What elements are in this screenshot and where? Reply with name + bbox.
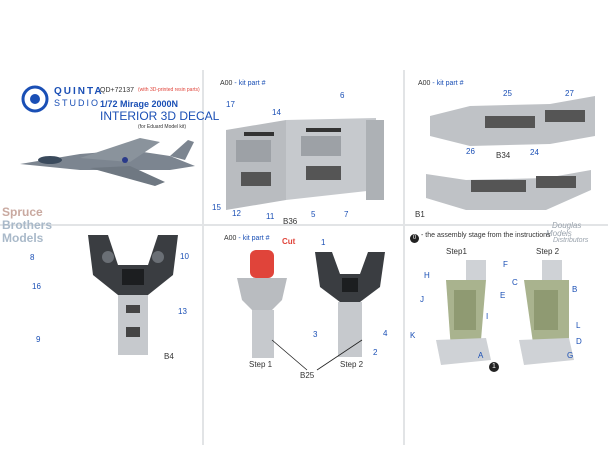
assembly-note: - the assembly stage from the instructio… [421,232,551,239]
callout-5: 5 [311,210,316,219]
kit-part-suffix: - kit part # [432,80,464,87]
part-b4: B4 [164,352,174,361]
panel-part-b1 [426,170,591,210]
callout-2: 2 [373,348,378,357]
product-note: (with 3D-printed resin parts) [138,87,200,93]
callout-10: 10 [180,252,189,261]
product-model: 1/72 Mirage 2000N [100,99,179,109]
callout-12: 12 [232,209,241,218]
kit-part-suffix: - kit part # [238,235,270,242]
step2-part [315,252,385,357]
badge-0-icon: 0 [410,234,419,243]
watermark-left-3: Models [2,231,44,245]
brand-name: QUINTA [54,86,104,97]
callout-a: A [478,351,484,360]
callout-16: 16 [32,282,41,291]
kit-part-suffix: - kit part # [234,80,266,87]
callout-e: E [500,291,506,300]
assembly-badge-1: 1 [489,361,499,372]
callout-f: F [503,260,508,269]
kit-part-code: A00 [220,80,233,87]
callout-27: 27 [565,89,574,98]
callout-24: 24 [530,148,539,157]
callout-j: J [420,295,424,304]
badge-1-icon: 1 [489,362,499,372]
brand-logo [20,84,60,114]
callout-11: 11 [266,212,275,221]
watermark-right-1: Douglas [552,221,582,230]
callout-l: L [576,321,581,330]
callout-15: 15 [212,203,221,212]
callout-k: K [410,331,416,340]
seat-step1 [436,260,491,365]
callout-25: 25 [503,89,512,98]
brand-sub: STUDIO [54,98,101,108]
seat-step1-label: Step1 [446,247,467,256]
kit-part-code: A00 [224,235,237,242]
step1-part [237,250,287,358]
callout-c: C [512,278,518,287]
divider-v2 [403,70,405,445]
watermark-left-1: Spruce [2,205,43,219]
logo-icon [21,85,49,113]
console-part-b36 [226,118,384,210]
part-b34: B34 [496,151,511,160]
seat-step2-label: Step 2 [536,247,560,256]
instrument-panel [88,235,178,355]
watermark-left-2: Brothers [2,218,53,232]
callout-4: 4 [383,329,388,338]
product-kit: (for Eduard Model kit) [138,124,187,130]
assembly-badge-0: 0 [410,232,419,243]
divider-h [0,224,608,226]
kit-part-label-2: A00 - kit part # [220,80,266,87]
callout-7: 7 [344,210,349,219]
part-b1: B1 [415,210,425,219]
callout-h: H [424,271,430,280]
callout-13: 13 [178,307,187,316]
callout-3: 3 [313,330,318,339]
callout-9: 9 [36,335,41,344]
callout-g: G [567,351,574,360]
product-code: QD+72137 [100,87,135,94]
divider-v1 [202,70,204,445]
step1-label: Step 1 [249,360,273,369]
step2-label: Step 2 [340,360,364,369]
callout-i: I [486,312,489,321]
kit-part-label-3: A00 - kit part # [418,80,464,87]
kit-part-label-5: A00 - kit part # [224,235,270,242]
callout-17: 17 [226,100,235,109]
part-b36: B36 [283,217,298,226]
callout-6: 6 [340,91,345,100]
callout-b: B [572,285,578,294]
panel-part-b34 [430,96,595,146]
callout-26: 26 [466,147,475,156]
callout-8: 8 [30,253,35,262]
callout-14: 14 [272,108,281,117]
kit-part-code: A00 [418,80,431,87]
product-title: INTERIOR 3D DECAL [100,109,220,123]
watermark-right-3: Distributors [553,237,589,244]
cut-label: Cut [282,237,296,246]
leader-lines-b25 [271,339,363,371]
part-b25: B25 [300,371,315,380]
seat-step2 [519,260,574,365]
callout-d: D [576,337,582,346]
watermark-right-2: Models [546,229,572,238]
aircraft-illustration [20,138,195,186]
callout-1: 1 [321,238,326,247]
